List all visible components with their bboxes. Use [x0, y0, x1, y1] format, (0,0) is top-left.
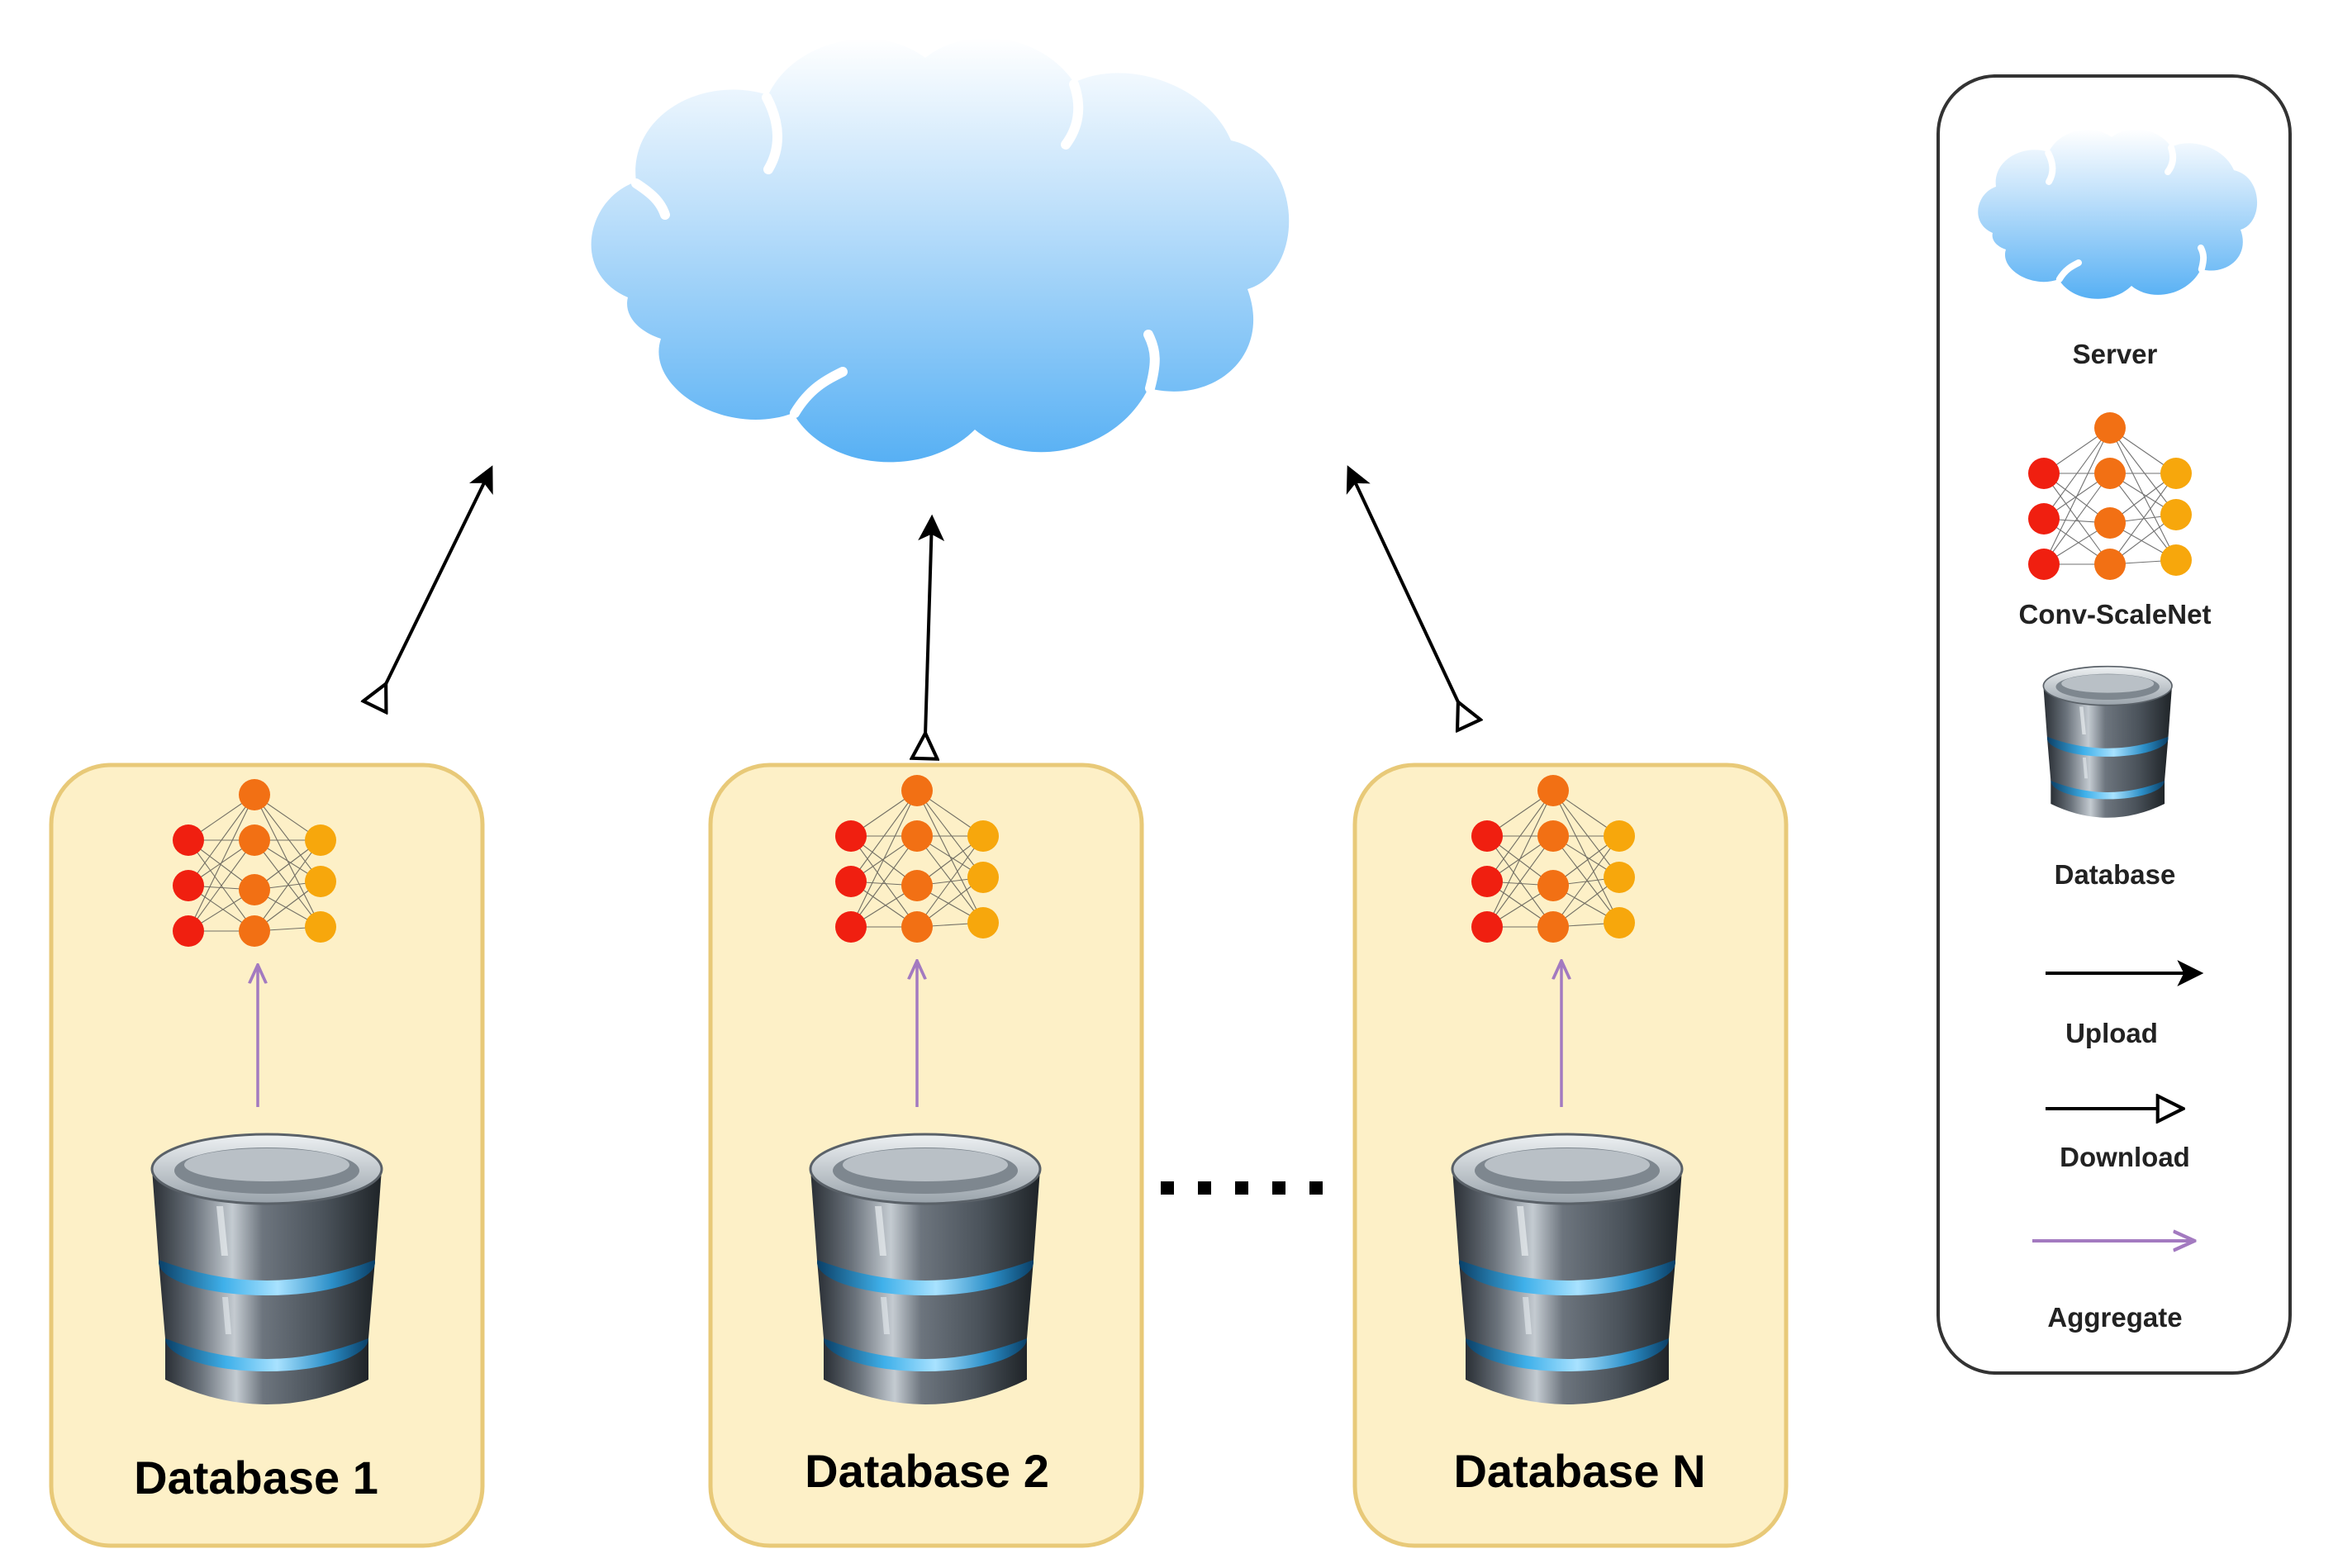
legend-aggregate-label: Aggregate: [2047, 1302, 2182, 1333]
database-icon: [1451, 1133, 1684, 1406]
server-cloud-icon: [591, 38, 1290, 463]
database-panel-1: Database 1: [49, 763, 485, 1548]
database-title: Database 1: [134, 1452, 378, 1504]
ellipsis-dots: [1161, 1181, 1323, 1195]
database-panel-2: Database 2: [708, 763, 1144, 1548]
legend-model-label: Conv-ScaleNet: [2019, 599, 2212, 630]
database-title: Database 2: [805, 1445, 1049, 1497]
database-title: Database N: [1453, 1445, 1705, 1497]
database-panel-n: Database N: [1352, 763, 1789, 1548]
database-icon: [150, 1133, 383, 1406]
arrow-db1-server: [385, 469, 491, 686]
legend: Server Conv-ScaleNet Database Upload Dow…: [1936, 74, 2292, 1375]
legend-upload-label: Upload: [2065, 1018, 2158, 1048]
arrow-dbN-server: [1349, 469, 1459, 704]
legend-database-icon: [2042, 665, 2173, 819]
legend-download-label: Download: [2060, 1142, 2190, 1172]
legend-server-label: Server: [2073, 339, 2158, 369]
legend-server-cloud-icon: [1978, 129, 2258, 299]
database-icon: [809, 1133, 1042, 1406]
arrow-db2-server: [925, 519, 932, 735]
legend-database-label: Database: [2055, 859, 2176, 890]
